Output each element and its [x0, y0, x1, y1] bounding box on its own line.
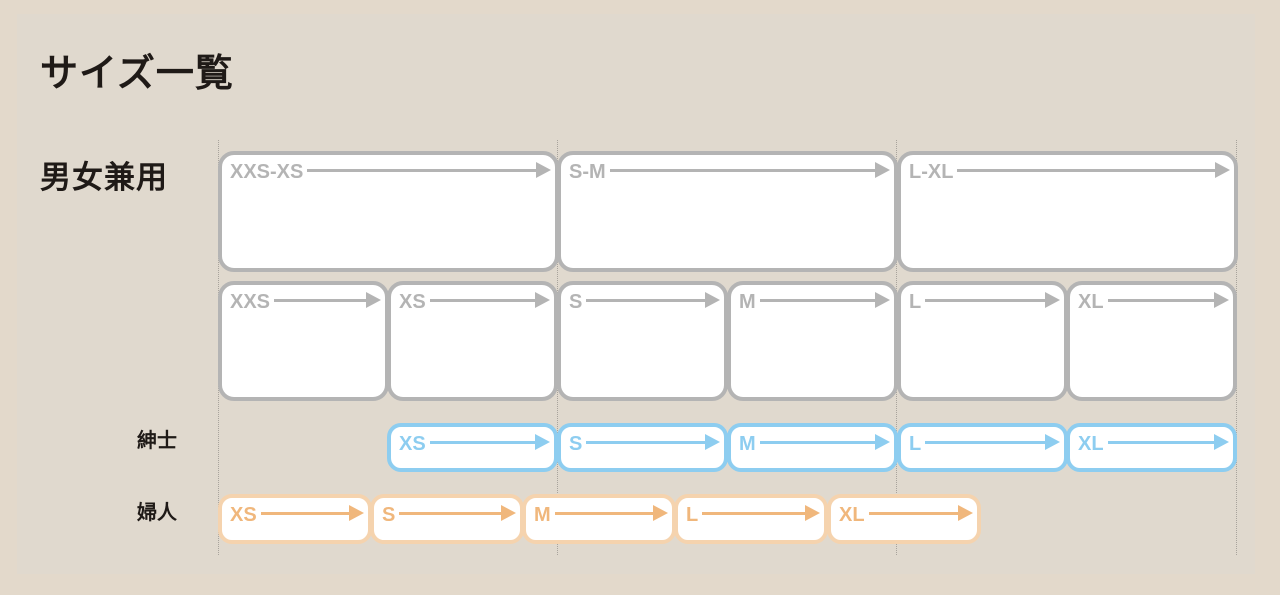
unisex-narrow-size-box: XXS: [218, 281, 389, 401]
size-label: M: [534, 504, 551, 526]
size-label: XS: [399, 291, 426, 313]
arrow-right-icon: [586, 434, 720, 450]
row-label-unisex: 男女兼用: [40, 160, 168, 196]
unisex-narrow-size-box: XS: [387, 281, 558, 401]
size-label: XL: [839, 504, 865, 526]
arrow-right-icon: [925, 292, 1060, 308]
men-size-box: XL: [1066, 423, 1237, 472]
arrow-right-icon: [261, 505, 364, 521]
women-size-box: XS: [218, 494, 372, 544]
size-label: S: [569, 433, 583, 455]
arrow-right-icon: [586, 292, 720, 308]
size-label: S: [569, 291, 583, 313]
size-label: S-M: [569, 161, 606, 183]
unisex-narrow-size-box: XL: [1066, 281, 1237, 401]
arrow-right-icon: [869, 505, 973, 521]
size-label: XL: [1078, 291, 1104, 313]
unisex-narrow-size-box: L: [897, 281, 1068, 401]
arrow-right-icon: [274, 292, 381, 308]
page-title: サイズ一覧: [40, 51, 234, 95]
arrow-right-icon: [430, 292, 550, 308]
men-size-box: M: [727, 423, 898, 472]
row-label-women: 婦人: [137, 500, 177, 524]
size-label: L: [686, 504, 699, 526]
size-label: XXS-XS: [230, 161, 304, 183]
arrow-right-icon: [957, 162, 1230, 178]
size-label: S: [382, 504, 396, 526]
women-size-box: M: [522, 494, 676, 544]
size-label: XL: [1078, 433, 1104, 455]
size-label: M: [739, 291, 756, 313]
size-label: M: [739, 433, 756, 455]
size-label: L-XL: [909, 161, 954, 183]
unisex-narrow-size-box: M: [727, 281, 898, 401]
men-size-box: S: [557, 423, 728, 472]
arrow-right-icon: [399, 505, 516, 521]
arrow-right-icon: [702, 505, 820, 521]
size-label: XXS: [230, 291, 271, 313]
size-label: XS: [230, 504, 257, 526]
arrow-right-icon: [760, 292, 890, 308]
unisex-wide-size-box: L-XL: [897, 151, 1238, 272]
unisex-narrow-size-box: S: [557, 281, 728, 401]
row-label-men: 紳士: [137, 428, 177, 452]
size-label: L: [909, 433, 922, 455]
men-size-box: XS: [387, 423, 558, 472]
arrow-right-icon: [760, 434, 890, 450]
unisex-wide-size-box: XXS-XS: [218, 151, 559, 272]
women-size-box: S: [370, 494, 524, 544]
size-label: L: [909, 291, 922, 313]
arrow-right-icon: [555, 505, 668, 521]
size-label: XS: [399, 433, 426, 455]
arrow-right-icon: [610, 162, 890, 178]
women-size-box: L: [674, 494, 828, 544]
arrow-right-icon: [307, 162, 551, 178]
arrow-right-icon: [925, 434, 1060, 450]
unisex-wide-size-box: S-M: [557, 151, 898, 272]
arrow-right-icon: [1108, 292, 1229, 308]
women-size-box: XL: [827, 494, 981, 544]
men-size-box: L: [897, 423, 1068, 472]
arrow-right-icon: [430, 434, 550, 450]
arrow-right-icon: [1108, 434, 1229, 450]
